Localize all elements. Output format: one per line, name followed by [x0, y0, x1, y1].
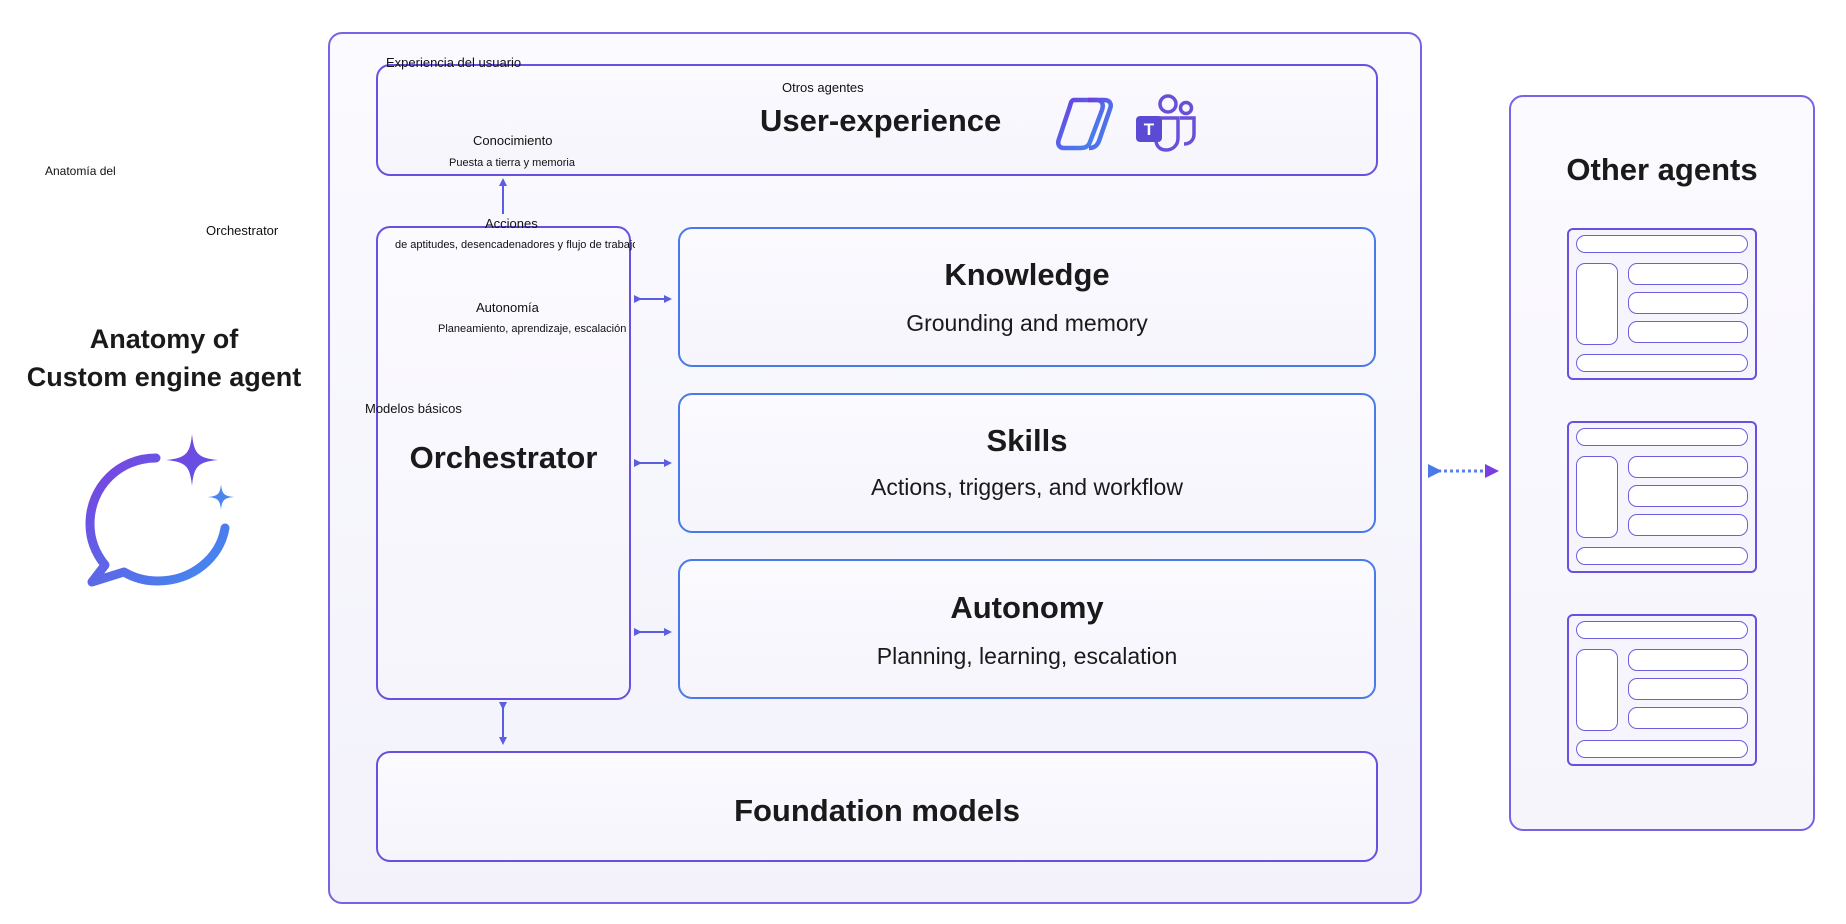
agent-card-block [1576, 621, 1748, 639]
teams-icon: T [1134, 94, 1198, 154]
knowledge-title: Knowledge [944, 257, 1110, 292]
chat-sparkle-icon [84, 432, 244, 592]
user-experience-box [376, 64, 1378, 176]
autonomy-box [678, 559, 1376, 699]
agent-card-block [1628, 292, 1748, 314]
label-experiencia: Experiencia del usuario [386, 55, 522, 70]
label-modelos: Modelos básicos [365, 401, 462, 416]
agent-card-block [1576, 456, 1618, 538]
agent-card-block [1628, 321, 1748, 343]
copilot-icon [1055, 96, 1114, 152]
user-experience-title: User-experience [760, 103, 1002, 138]
agent-card-block [1628, 707, 1748, 729]
autonomy-title: Autonomy [950, 590, 1104, 625]
agent-card-block [1628, 485, 1748, 507]
svg-text:T: T [1144, 120, 1155, 139]
foundation-models-title: Foundation models [734, 793, 1020, 828]
agent-card-block [1628, 456, 1748, 478]
foundation-models-box [376, 751, 1378, 862]
agent-card-block [1576, 547, 1748, 565]
agent-card-block [1628, 649, 1748, 671]
agent-card [1567, 614, 1757, 766]
knowledge-subtitle: Grounding and memory [906, 310, 1148, 336]
label-puesta: Puesta a tierra y memoria [449, 157, 575, 169]
page-title-line-2: Custom engine agent [26, 362, 302, 392]
orchestrator-box [376, 226, 631, 700]
agent-card-block [1576, 354, 1748, 372]
label-conocimiento: Conocimiento [473, 133, 553, 148]
label-acciones: Acciones [485, 216, 538, 231]
skills-subtitle: Actions, triggers, and workflow [871, 474, 1183, 500]
anatomy-small-label: Anatomía del [45, 164, 116, 178]
page-title-line-1: Anatomy of [89, 324, 239, 354]
agent-card-block [1576, 428, 1748, 446]
agent-card-block [1628, 678, 1748, 700]
knowledge-box [678, 227, 1376, 367]
label-aptitudes: de aptitudes, desencadenadores y flujo d… [395, 239, 635, 251]
page-title: Anatomy of Custom engine agent [0, 320, 328, 396]
skills-title: Skills [986, 423, 1068, 458]
agent-card-block [1576, 649, 1618, 731]
agent-card-block [1576, 740, 1748, 758]
orchestrator-small-label: Orchestrator [206, 223, 279, 238]
other-agents-title: Other agents [1566, 152, 1758, 187]
label-autonomia: Autonomía [476, 300, 539, 315]
agent-card-block [1576, 263, 1618, 345]
agent-card-block [1628, 514, 1748, 536]
agent-card [1567, 228, 1757, 380]
agent-card-block [1628, 263, 1748, 285]
label-planeamiento: Planeamiento, aprendizaje, escalación [438, 323, 627, 335]
agent-card-block [1576, 235, 1748, 253]
orchestrator-title: Orchestrator [409, 440, 598, 475]
label-otros-agentes: Otros agentes [782, 80, 864, 95]
agent-card [1567, 421, 1757, 573]
skills-box [678, 393, 1376, 533]
autonomy-subtitle: Planning, learning, escalation [876, 643, 1178, 669]
